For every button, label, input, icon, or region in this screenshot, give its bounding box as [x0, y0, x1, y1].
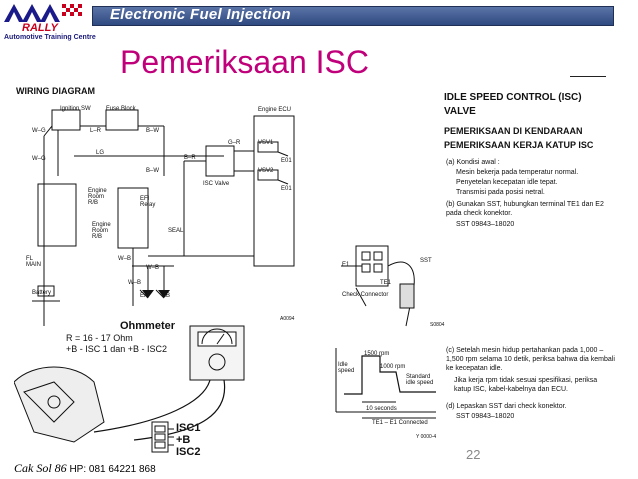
terminal-spec: +B - ISC 1 dan +B - ISC2	[66, 344, 168, 354]
diagram-code: A0094	[280, 316, 295, 322]
condition-2: Penyetelan kecepatan idle tepat.	[456, 179, 558, 186]
ohmmeter-illustration	[14, 325, 245, 453]
right-heading-2: VALVE	[444, 106, 476, 117]
step-a: (a) Kondisi awal :	[446, 159, 500, 166]
right-heading-1: IDLE SPEED CONTROL (ISC)	[444, 92, 582, 103]
wire-label: W–G	[32, 128, 46, 134]
te1-label: TE1	[380, 280, 392, 286]
ohmmeter-title: Ohmmeter	[120, 320, 176, 332]
author-phone: HP: 081 64221 868	[66, 464, 156, 475]
step-c: (c) Setelah mesin hidup pertahankan pada…	[446, 347, 615, 372]
idle-speed-graph	[335, 348, 436, 419]
connector-code: S0804	[430, 322, 445, 328]
fuse-label: Fuse Block	[106, 106, 136, 112]
sst-number-2: SST 09843–18020	[456, 413, 515, 420]
right-heading-4: PEMERIKSAAN KERJA KATUP ISC	[444, 140, 594, 150]
wire-label: W–B	[118, 256, 132, 262]
ground-label: EA	[140, 293, 149, 299]
standard-idle-label: Standard idle speed	[406, 374, 434, 386]
footer: Cak Sol 86 HP: 081 64221 868	[14, 461, 156, 476]
rule	[570, 76, 606, 77]
rpm-1000-label: 1000 rpm	[380, 364, 406, 370]
condition-3: Transmisi pada posisi netral.	[456, 189, 545, 196]
condition-1: Mesin bekerja pada temperatur normal.	[456, 169, 579, 176]
connected-label: TE1 – E1 Connected	[372, 420, 428, 426]
idle-speed-label: Idle speed	[338, 362, 355, 374]
seal-label: SEAL	[168, 228, 184, 234]
wire-label: G–R	[228, 140, 241, 146]
room-label: Engine Room R/B	[88, 188, 107, 206]
wiring-title: WIRING DIAGRAM	[16, 86, 95, 96]
rpm-1500-label: 1500 rpm	[364, 351, 390, 357]
graph-code: Y 0000-4	[416, 434, 437, 440]
b-label: +B	[176, 434, 191, 446]
room-label: Engine Room R/B	[92, 222, 111, 240]
wire-label: W–B	[128, 280, 142, 286]
isc1-label: ISC1	[176, 422, 201, 434]
e1-label: E1	[342, 262, 350, 268]
resistance-spec: R = 16 - 17 Ohm	[66, 333, 133, 343]
slide-title: Pemeriksaan ISC	[120, 44, 369, 80]
sst-label: SST	[420, 258, 432, 264]
logo-text: RALLY	[22, 22, 58, 34]
efi-relay-label: EFI Relay	[140, 196, 156, 208]
wire-label: B–R	[184, 155, 196, 161]
rally-logo	[4, 4, 82, 22]
check-connector-illustration	[341, 245, 415, 327]
fl-main-label: FL MAIN	[26, 256, 41, 268]
wire-label: LG	[96, 150, 105, 156]
battery-label: Battery	[32, 290, 52, 296]
logo-subtext: Automotive Training Centre	[4, 34, 96, 41]
author-name: Cak Sol 86	[14, 461, 67, 475]
step-b: (b) Gunakan SST, hubungkan terminal TE1 …	[446, 201, 604, 217]
step-d: (d) Lepaskan SST dari check konektor.	[446, 403, 567, 410]
wiring-diagram	[32, 109, 295, 326]
wire-label: B–W	[146, 168, 160, 174]
ignition-label: Ignition SW	[60, 106, 91, 112]
wire-label: B–W	[146, 128, 160, 134]
ground-label: EB	[162, 293, 171, 299]
wire-label: W–G	[32, 156, 46, 162]
wire-label: L–R	[90, 128, 102, 134]
wire-label: W–B	[146, 265, 160, 271]
step-c-note: Jika kerja rpm tidak sesuai spesifikasi,…	[454, 377, 598, 393]
ten-seconds-label: 10 seconds	[366, 406, 397, 412]
e01-label: E01	[281, 158, 292, 164]
ecu-label: Engine ECU	[258, 107, 292, 113]
vsv2-label: VSV2	[258, 168, 274, 174]
check-connector-label: Check Connector	[342, 292, 389, 298]
isc2-label: ISC2	[176, 446, 201, 458]
isc-valve-label: ISC Valve	[203, 181, 230, 187]
header-title: Electronic Fuel Injection	[110, 6, 291, 23]
right-heading-3: PEMERIKSAAN DI KENDARAAN	[444, 126, 583, 136]
header-bar	[92, 6, 614, 26]
sst-number: SST 09843–18020	[456, 221, 515, 228]
vsv1-label: VSV1	[258, 140, 274, 146]
page-number: 22	[466, 447, 481, 462]
e01-label: E01	[281, 186, 292, 192]
